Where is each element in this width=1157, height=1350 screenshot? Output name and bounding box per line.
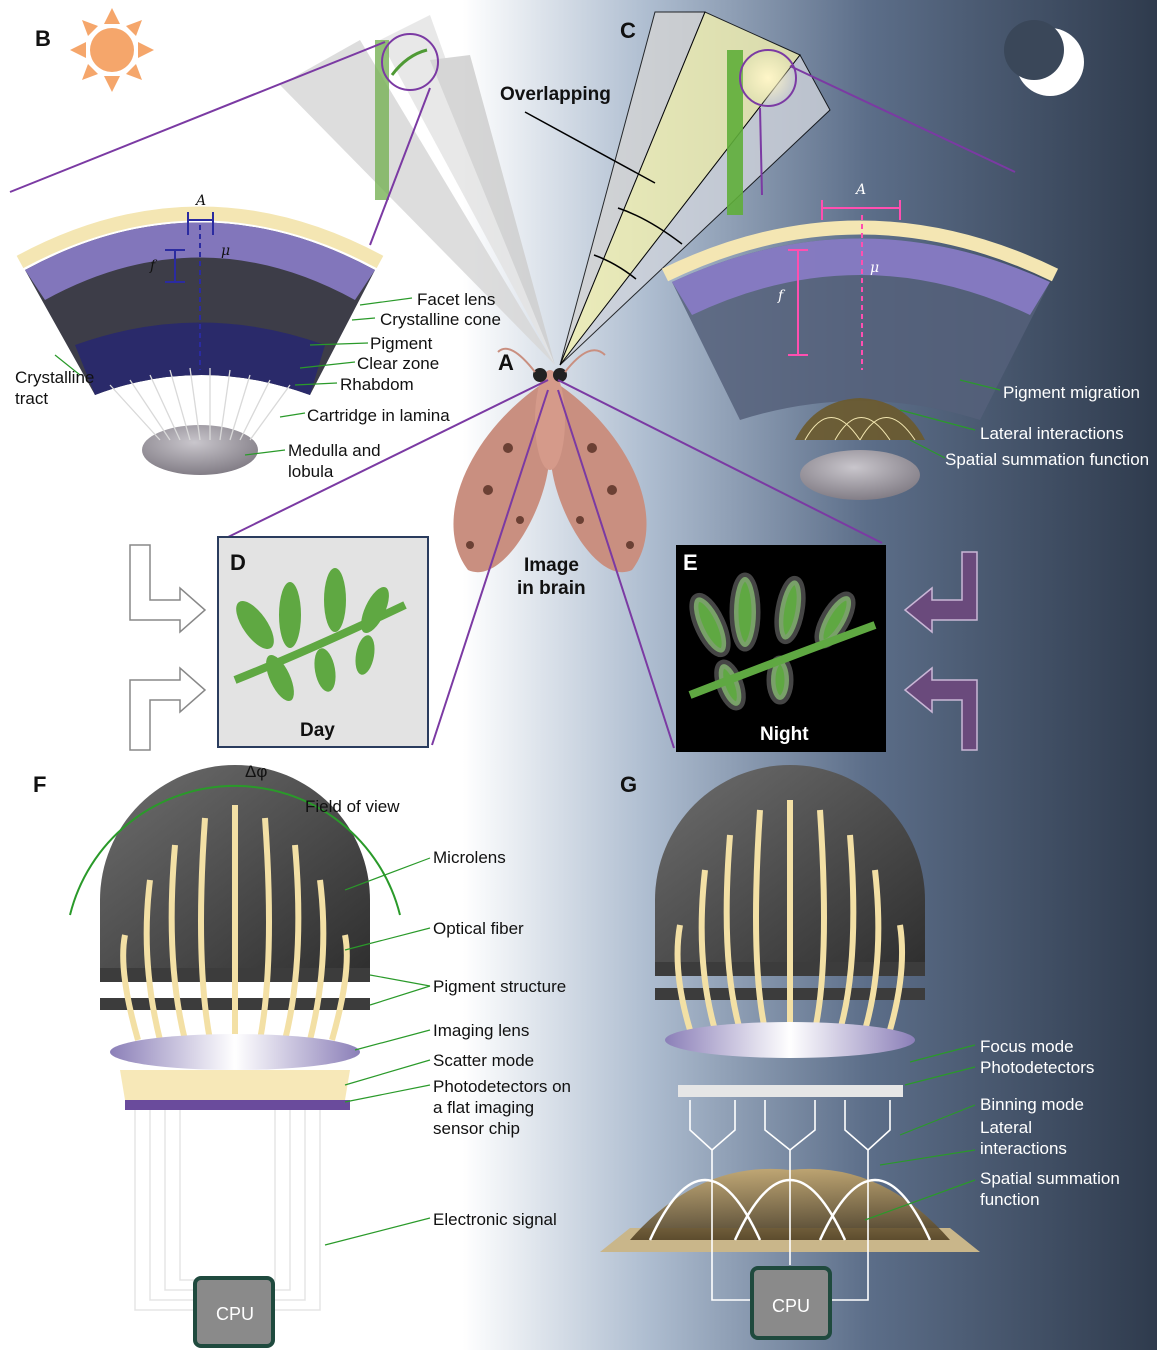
night-zoom-glow [738,48,798,108]
spatial-summation-label: Spatial summation function [945,450,1149,470]
photodetectors-label-2: a flat imaging [433,1098,534,1118]
delta-phi-label: Δφ [245,762,267,782]
optical-fiber-label: Optical fiber [433,919,524,939]
medulla-lobula [142,425,258,475]
cpu-label-night: CPU [772,1296,810,1317]
panel-label-a: A [498,350,514,376]
night-lateral-label-1: Lateral [980,1118,1032,1138]
day-label: Day [300,720,335,743]
pigment-migration-label: Pigment migration [1003,383,1140,403]
microlens-label: Microlens [433,848,506,868]
symbol-A: A [196,193,206,210]
panel-label-f: F [33,772,46,798]
panel-label-g: G [620,772,637,798]
image-in-brain-line2: in brain [517,578,586,601]
crystalline-tract-label-1: Crystalline [15,368,94,388]
field-of-view-label: Field of view [305,797,399,817]
photodetectors-label-3: sensor chip [433,1119,520,1139]
night-spatial-label-2: function [980,1190,1040,1210]
night-spatial-label-1: Spatial summation [980,1169,1120,1189]
panel-label-c: C [620,18,636,44]
image-in-brain-line1: Image [524,555,579,578]
symbol-mu-bar: μ [870,260,879,277]
crystalline-tract-label-2: tract [15,389,48,409]
panel-label-e: E [683,550,698,576]
pigment-structure-label: Pigment structure [433,977,566,997]
symbol-f-bar: f [778,288,783,305]
cartridge-label: Cartridge in lamina [307,406,450,426]
panel-label-b: B [35,26,51,52]
sun-icon [70,8,154,92]
electronic-signal-label: Electronic signal [433,1210,557,1230]
medulla-label-1: Medulla and [288,441,381,461]
imaging-lens-label: Imaging lens [433,1021,529,1041]
binning-mode-label: Binning mode [980,1095,1084,1115]
panel-label-d: D [230,550,246,576]
symbol-f: f [150,258,155,275]
night-photodetectors-label: Photodetectors [980,1058,1094,1078]
photodetectors-label-1: Photodetectors on [433,1077,571,1097]
rhabdom-label: Rhabdom [340,375,414,395]
night-lateral-label-2: interactions [980,1139,1067,1159]
overlapping-label: Overlapping [500,84,611,107]
night-label: Night [760,724,809,747]
lateral-interactions-label: Lateral interactions [980,424,1124,444]
clear-zone-label: Clear zone [357,354,439,374]
scatter-mode-label: Scatter mode [433,1051,534,1071]
medulla-label-2: lobula [288,462,333,482]
facet-lens-label: Facet lens [417,290,495,310]
crystalline-cone-label: Crystalline cone [380,310,501,330]
cpu-label-day: CPU [216,1304,254,1325]
focus-mode-label: Focus mode [980,1037,1074,1057]
night-medulla [800,450,920,500]
symbol-A-bar: A [856,182,866,199]
pigment-label: Pigment [370,334,432,354]
symbol-mu: μ [221,243,230,260]
